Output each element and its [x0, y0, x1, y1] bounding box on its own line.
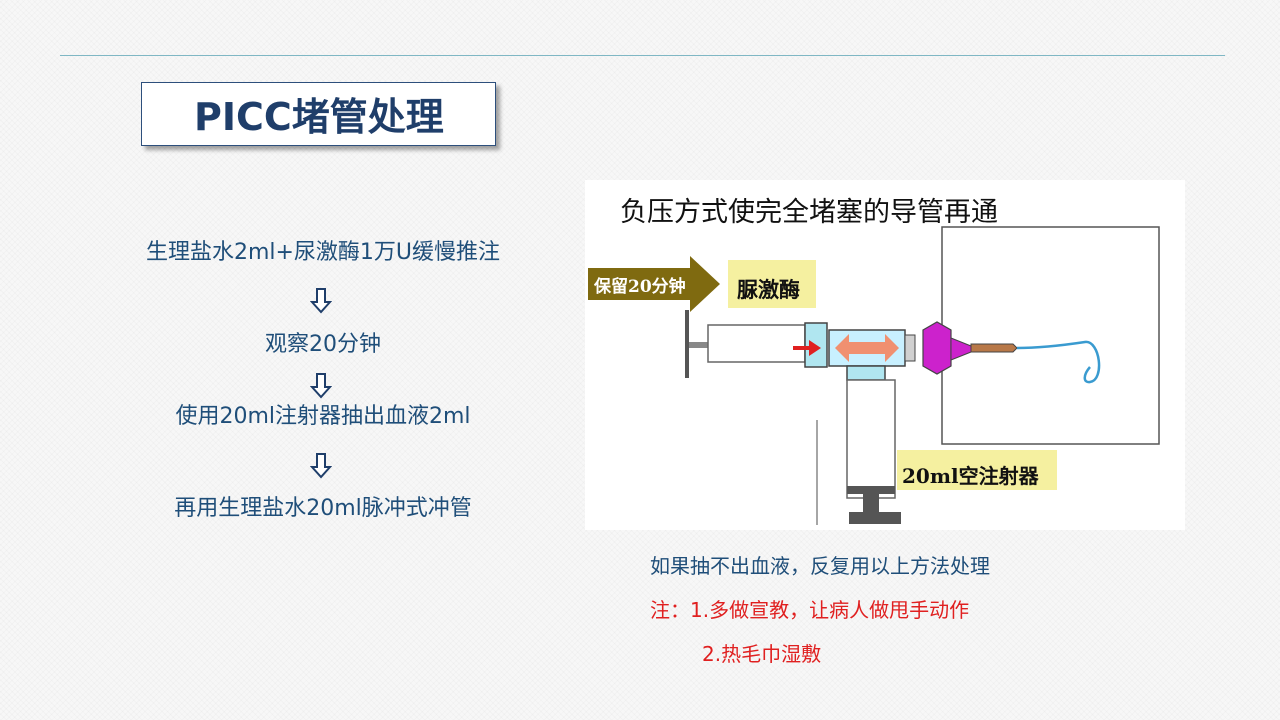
drug-label: 脲激酶: [737, 277, 800, 302]
step-3: 使用20ml注射器抽出血液2ml: [175, 404, 471, 429]
slide-title: PICC堵管处理: [194, 95, 444, 139]
figure-caption: 负压方式使完全堵塞的导管再通: [620, 197, 998, 228]
syringe-diagram-figure: [585, 180, 1185, 530]
arrow-label: 保留20分钟: [594, 277, 686, 297]
step-4: 再用生理盐水20ml脉冲式冲管: [174, 496, 472, 521]
note-tip-2: 2.热毛巾湿敷: [702, 642, 822, 666]
note-repeat: 如果抽不出血液，反复用以上方法处理: [650, 554, 990, 578]
down-arrow-icon: [310, 373, 332, 399]
syringe-diagram: [585, 180, 1185, 530]
syringe-label: 20ml空注射器: [902, 464, 1039, 488]
down-arrow-icon: [310, 453, 332, 479]
top-divider: [60, 55, 1225, 56]
step-1: 生理盐水2ml+尿激酶1万U缓慢推注: [145, 240, 501, 265]
down-arrow-icon: [310, 288, 332, 314]
step-2: 观察20分钟: [265, 332, 381, 357]
note-tip-1: 注：1.多做宣教，让病人做甩手动作: [650, 598, 970, 622]
title-box: PICC堵管处理: [141, 82, 496, 146]
